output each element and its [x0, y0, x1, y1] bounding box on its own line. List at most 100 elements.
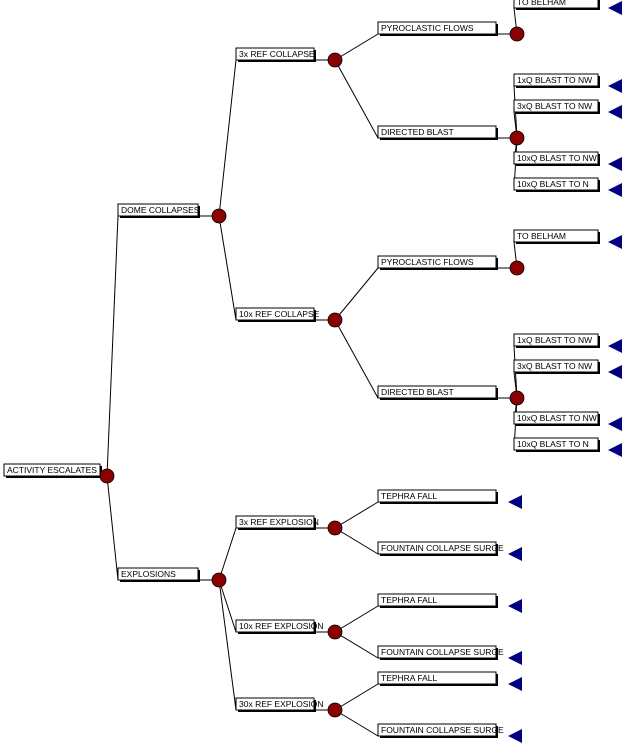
- branch-line: [334, 527, 379, 555]
- branch-line: [334, 59, 379, 139]
- label-box: [117, 203, 199, 217]
- node-label: 3xQ BLAST TO NW: [517, 361, 592, 371]
- chance-node-icon: [327, 52, 343, 68]
- node-label: PYROCLASTIC FLOWS: [381, 257, 474, 267]
- label-box: [377, 593, 497, 607]
- branch-line: [334, 267, 379, 321]
- terminal-node-icon: [508, 651, 522, 665]
- label-box: [377, 255, 497, 269]
- label-box: [377, 723, 497, 737]
- node-label: DIRECTED BLAST: [381, 387, 454, 397]
- terminal-node-icon: [608, 417, 622, 431]
- node-label: DOME COLLAPSES: [121, 205, 200, 215]
- label-box: [377, 125, 497, 139]
- node-label: EXPLOSIONS: [121, 569, 176, 579]
- label-box: [513, 177, 599, 191]
- label-box: [117, 567, 199, 581]
- chance-node-icon: [211, 572, 227, 588]
- label-box: [3, 463, 101, 477]
- terminal-node-icon: [608, 105, 622, 119]
- label-box: [513, 99, 599, 113]
- branch-line: [106, 215, 119, 477]
- chance-node-icon: [327, 702, 343, 718]
- terminal-node-icon: [608, 1, 622, 15]
- node-label: TEPHRA FALL: [381, 595, 437, 605]
- chance-node-icon: [327, 520, 343, 536]
- node-label: 3x REF COLLAPSE: [239, 49, 315, 59]
- branch-line: [218, 579, 237, 633]
- node-label: 10xQ BLAST TO N: [517, 439, 589, 449]
- chance-node-icon: [327, 312, 343, 328]
- terminal-node-icon: [608, 157, 622, 171]
- node-label: TEPHRA FALL: [381, 491, 437, 501]
- terminal-node-icon: [608, 339, 622, 353]
- node-label: FOUNTAIN COLLAPSE SURGE: [381, 725, 504, 735]
- node-label: 30x REF EXPLOSION: [239, 699, 324, 709]
- label-box: [513, 229, 599, 243]
- node-label: PYROCLASTIC FLOWS: [381, 23, 474, 33]
- node-label: 10xQ BLAST TO N: [517, 179, 589, 189]
- chance-node-icon: [99, 468, 115, 484]
- node-label: 10x REF COLLAPSE: [239, 309, 320, 319]
- label-box: [513, 333, 599, 347]
- branch-line: [218, 59, 237, 217]
- label-box: [513, 411, 599, 425]
- label-box: [377, 541, 497, 555]
- label-box: [235, 515, 315, 529]
- label-box: [513, 359, 599, 373]
- terminal-node-icon: [608, 79, 622, 93]
- node-label: 10xQ BLAST TO NW: [517, 413, 597, 423]
- label-box: [235, 307, 315, 321]
- label-box: [235, 697, 315, 711]
- branch-line: [334, 501, 379, 529]
- branch-line: [218, 527, 237, 581]
- node-label: 3x REF EXPLOSION: [239, 517, 319, 527]
- branch-line: [334, 33, 379, 61]
- branch-line: [218, 215, 237, 321]
- node-label: FOUNTAIN COLLAPSE SURGE: [381, 647, 504, 657]
- branch-line: [334, 631, 379, 659]
- label-box: [235, 619, 315, 633]
- label-box: [513, 73, 599, 87]
- terminal-node-icon: [608, 365, 622, 379]
- label-box: [513, 0, 599, 9]
- node-label: 10xQ BLAST TO NW: [517, 153, 597, 163]
- node-label: 3xQ BLAST TO NW: [517, 101, 592, 111]
- chance-node-icon: [509, 260, 525, 276]
- terminal-node-icon: [608, 235, 622, 249]
- node-label: TO BELHAM: [517, 0, 566, 7]
- label-box: [377, 21, 497, 35]
- chance-node-icon: [509, 26, 525, 42]
- label-box: [377, 385, 497, 399]
- label-box: [513, 437, 599, 451]
- node-label: DIRECTED BLAST: [381, 127, 454, 137]
- label-box: [513, 151, 599, 165]
- branch-line: [334, 319, 379, 399]
- chance-node-icon: [327, 624, 343, 640]
- node-label: 10x REF EXPLOSION: [239, 621, 324, 631]
- label-box: [377, 489, 497, 503]
- chance-node-icon: [211, 208, 227, 224]
- terminal-node-icon: [508, 729, 522, 743]
- label-box: [235, 47, 315, 61]
- node-label: TO BELHAM: [517, 231, 566, 241]
- terminal-node-icon: [508, 495, 522, 509]
- branch-line: [334, 605, 379, 633]
- branch-line: [334, 709, 379, 737]
- branch-line: [106, 475, 119, 581]
- terminal-node-icon: [508, 677, 522, 691]
- node-label: 1xQ BLAST TO NW: [517, 75, 592, 85]
- node-label: ACTIVITY ESCALATES: [7, 465, 97, 475]
- chance-node-icon: [509, 130, 525, 146]
- label-box: [377, 671, 497, 685]
- chance-node-icon: [509, 390, 525, 406]
- terminal-node-icon: [608, 183, 622, 197]
- terminal-node-icon: [508, 599, 522, 613]
- branch-line: [218, 579, 237, 711]
- terminal-node-icon: [608, 443, 622, 457]
- node-label: TEPHRA FALL: [381, 673, 437, 683]
- label-box: [377, 645, 497, 659]
- branch-line: [334, 683, 379, 711]
- terminal-node-icon: [508, 547, 522, 561]
